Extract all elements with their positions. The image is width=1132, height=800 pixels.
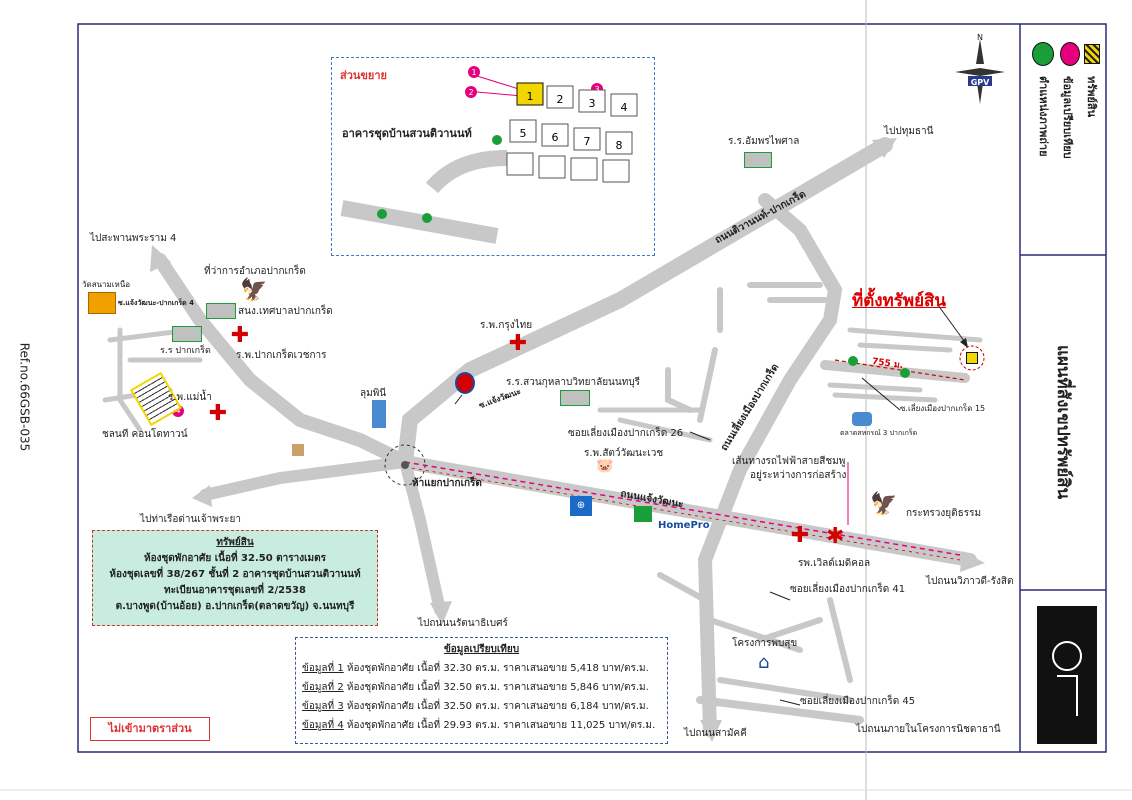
market-icon: [852, 412, 872, 426]
label-to-vibhavadi: ไปถนนวิภาวดี-รังสิต: [926, 576, 1014, 587]
label-ampornphaisan: ร.ร.อัมพรไพศาล: [728, 136, 800, 147]
side-title: แผนที่สังเขปทรัพย์สิน: [1053, 345, 1073, 500]
label-soi-chaeng4: ซ.แจ้งวัฒนะ-ปากเกร็ด 4: [118, 299, 195, 307]
comparable-row: ข้อมูลที่ 3 ห้องชุดพักอาศัย เนื้อที่ 32.…: [302, 701, 649, 712]
unit-8: 8: [616, 139, 623, 152]
legend-asset-label: ทรัพย์สิน: [1085, 76, 1098, 118]
unit-7: 7: [584, 135, 591, 148]
label-to-nichada: ไปถนนภายในโครงการนิชดาธานี: [856, 724, 1001, 735]
school-icon: [172, 326, 202, 342]
label-to-nara: ไปถนนนรัตนาธิเบศร์: [418, 618, 508, 629]
label-hosp-maenam: ร.พ.แม่น้ำ: [168, 392, 212, 403]
homepro-logo: HomePro: [658, 520, 710, 531]
label-soi45: ซอยเลี่ยงเมืองปากเกร็ด 45: [800, 696, 916, 707]
label-skytrain-status: อยู่ระหว่างการก่อสร้าง: [750, 470, 847, 481]
label-soi41: ซอยเลี่ยงเมืองปากเกร็ด 41: [790, 584, 906, 595]
shop-icon: [634, 506, 652, 522]
comparable-row: ข้อมูลที่ 2 ห้องชุดพักอาศัย เนื้อที่ 32.…: [302, 682, 649, 693]
unit-3: 3: [589, 97, 596, 110]
label-school-pakkret: ร.ร ปากเกร็ด: [160, 346, 211, 356]
marker-2: 2: [468, 88, 473, 97]
compass-north: N: [977, 34, 983, 42]
asset-info-box: ทรัพย์สิน ห้องชุดพักอาศัย เนื้อที่ 32.50…: [92, 530, 378, 626]
asset-info-line4: ต.บางพูด(บ้านอ้อย) อ.ปากเกร็ด(ตลาดขวัญ) …: [115, 601, 355, 612]
building-name: อาคารชุดบ้านสวนติวานนท์: [342, 127, 472, 140]
label-district-office: ที่ว่าการอำเภอปากเกร็ด: [204, 266, 306, 277]
gear-icon: ✱: [826, 524, 845, 549]
legend-comparable-green-icon: [1032, 42, 1054, 66]
label-soi26: ซอยเลี่ยงเมืองปากเกร็ด 26: [568, 428, 684, 439]
site-label: ที่ตั้งทรัพย์สิน: [852, 291, 947, 311]
label-intersection: ห้าแยกปากเกร็ด: [412, 478, 482, 489]
label-to-ferry: ไปท่าเรือด่านเจ้าพระยา: [140, 514, 242, 525]
temple-icon: [88, 292, 116, 314]
label-soi15: ซ.เลี่ยงเมืองปากเกร็ด 15: [900, 404, 986, 413]
comparables-title: ข้อมูลเปรียบเทียบ: [443, 644, 520, 655]
label-to-pathum: ไปปทุมธานี: [884, 126, 934, 137]
enlarged-title: ส่วนขยาย: [340, 69, 387, 82]
camera-position-icon: [900, 368, 910, 378]
label-chonlanee: ชลนที คอนโดทาวน์: [102, 429, 188, 440]
asset-info-line2: ห้องชุดเลขที่ 38/267 ชั้นที่ 2 อาคารชุดบ…: [109, 569, 361, 580]
unit-5: 5: [520, 127, 527, 140]
compass-brand: GPV: [971, 78, 990, 87]
label-market: ตลาดสหกรณ์ 3 ปากเกร็ด: [840, 429, 918, 437]
legend-asset-icon: [1084, 44, 1100, 64]
label-school-suankularb: ร.ร.สวนกุหลาบวิทยาลัยนนทบุรี: [506, 377, 641, 388]
camera-position-icon: [848, 356, 858, 366]
comparable-row: ข้อมูลที่ 1 ห้องชุดพักอาศัย เนื้อที่ 32.…: [302, 663, 649, 674]
school-icon: [560, 390, 590, 406]
marker-3: 3: [594, 85, 599, 94]
reference-number: Ref.no.66GSB-035: [17, 342, 32, 452]
school-icon: [744, 152, 772, 168]
enlarged-view: ส่วนขยาย 1 2 3 1 2 3 4 5 6 7 8 อาคารชุดบ…: [331, 57, 655, 256]
label-hosp-krungthai: ร.พ.กรุงไทย: [480, 320, 533, 331]
bank-icon: ⊕: [570, 496, 592, 516]
comparable-row: ข้อมูลที่ 4 ห้องชุดพักอาศัย เนื้อที่ 29.…: [302, 720, 656, 731]
hospital-icon: ✚: [508, 331, 528, 356]
not-to-scale-note: ไม่เข้ามาตราส่วน: [90, 717, 210, 741]
compass-icon: GPV N: [950, 33, 1010, 104]
label-municipality: สนง.เทศบาลปากเกร็ด: [238, 306, 333, 317]
label-to-rama4: ไปสะพานพระราม 4: [90, 233, 177, 244]
hospital-icon: ✚: [230, 323, 250, 348]
label-wat-sanam-nuea: วัดสนามเหนือ: [82, 280, 131, 289]
legend-comparables-label: ข้อมูลเปรียบเทียบ: [1061, 76, 1074, 159]
hospital-icon: ✚: [208, 401, 228, 426]
marker-1: 1: [471, 68, 476, 77]
unit-6: 6: [552, 131, 559, 144]
unit-4: 4: [621, 101, 628, 114]
label-phobsuk: โครงการพบสุข: [732, 638, 798, 649]
house-icon: ⌂: [758, 652, 770, 673]
label-justice: กระทรวงยุติธรรม: [906, 508, 982, 519]
label-lumpini: ลุมพินี: [360, 388, 387, 399]
garuda-icon: 🦅: [870, 492, 898, 517]
label-skytrain: เส้นทางรถไฟฟ้าสายสีชมพู: [732, 456, 846, 467]
municipality-icon: [206, 303, 236, 319]
vet-icon: 🐷: [596, 458, 614, 474]
asset-info-line1: ห้องชุดพักอาศัย เนื้อที่ 32.50 ตารางเมตร: [143, 553, 327, 564]
unit-2: 2: [557, 93, 564, 106]
hospital-icon: ✚: [790, 523, 810, 548]
legend-comparable-pink-icon: [1060, 42, 1080, 66]
label-hosp-pakkret: ร.พ.ปากเกร็ดเวชการ: [236, 350, 327, 361]
label-vet-hosp: ร.พ.สัตว์วัฒนะเวช: [584, 448, 664, 459]
company-logo: [1037, 606, 1097, 744]
unit-1: 1: [527, 90, 534, 103]
comparables-box: ข้อมูลเปรียบเทียบ ข้อมูลที่ 1 ห้องชุดพัก…: [295, 637, 668, 744]
label-world-medical: รพ.เวิลด์เมดิคอล: [798, 558, 871, 569]
label-to-samakkhi: ไปถนนสามัคคี: [684, 728, 747, 739]
asset-info-line3: ทะเบียนอาคารชุดเลขที่ 2/2538: [164, 585, 306, 596]
legend: ทรัพย์สิน ข้อมูลเปรียบเทียบ ตำแหน่งภาพถ่…: [1024, 34, 1104, 244]
garuda-icon: 🦅: [240, 278, 268, 303]
asset-site-icon: [966, 352, 978, 364]
legend-position-label: ตำแหน่งภาพถ่าย: [1037, 76, 1050, 157]
ptt-icon: [455, 372, 475, 394]
asset-info-title: ทรัพย์สิน: [216, 537, 254, 548]
